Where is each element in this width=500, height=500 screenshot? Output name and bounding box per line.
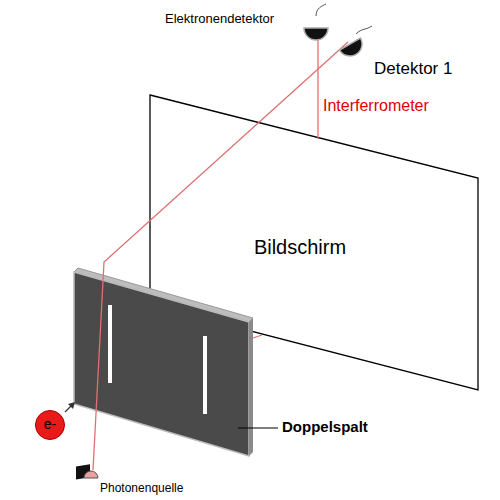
- source-label: Photonenquelle: [100, 482, 183, 495]
- slit-plate: [74, 272, 249, 456]
- electron-node: e-: [34, 409, 66, 441]
- light-path: [93, 30, 348, 470]
- detector-label: Detektor 1: [374, 60, 452, 79]
- interferometer-label: Interferrometer: [323, 97, 429, 115]
- leader-line: [238, 428, 278, 429]
- electron-detector: [304, 4, 328, 40]
- part-label: Doppelspalt: [282, 419, 368, 436]
- light-ray: [317, 30, 318, 139]
- slit: [203, 336, 207, 414]
- light-ray: [93, 42, 348, 470]
- arrow-head: [68, 402, 75, 409]
- detector-label: Elektronendetektor: [165, 12, 274, 26]
- photon-source: [76, 464, 98, 479]
- light-ray: [253, 335, 262, 338]
- slit: [108, 305, 112, 383]
- plate-side: [249, 318, 253, 456]
- detector-1: [340, 26, 372, 60]
- node-text: Bildschirm: [254, 236, 346, 258]
- electron-circle: [36, 411, 65, 440]
- node-text: e-: [44, 417, 56, 432]
